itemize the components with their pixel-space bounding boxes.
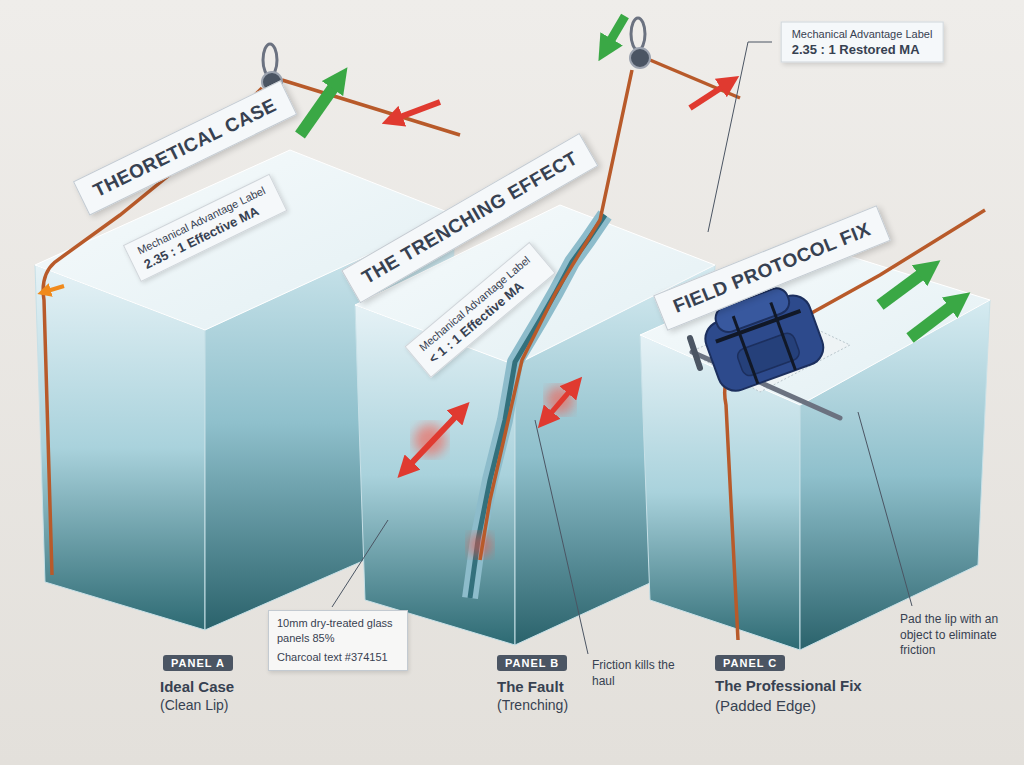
box-heading: PANEL A bbox=[171, 657, 225, 669]
annotation-note: Pad the lip with an object to eliminate … bbox=[900, 612, 1012, 659]
panel-subtitle: (Trenching) bbox=[497, 697, 568, 713]
panel-title: Ideal Case bbox=[160, 678, 234, 695]
box-body: Charcoal text #374151 bbox=[277, 650, 399, 665]
box-body: 2.35 : 1 Restored MA bbox=[792, 42, 933, 57]
box-heading: Mechanical Advantage Label bbox=[792, 28, 933, 40]
panel-badge: PANEL B bbox=[497, 655, 567, 671]
panel-subtitle: (Padded Edge) bbox=[715, 697, 816, 714]
annotation-note: Friction kills the haul bbox=[592, 658, 687, 689]
panel-subtitle: (Clean Lip) bbox=[160, 697, 228, 713]
box-heading: 10mm dry-treated glass panels 85% bbox=[277, 616, 399, 646]
mechanical-advantage-callout: Mechanical Advantage Label 2.35 : 1 Resto… bbox=[781, 22, 944, 63]
box-heading: PANEL B bbox=[505, 657, 559, 669]
panel-title: The Professional Fix bbox=[715, 677, 862, 694]
box-heading: PANEL C bbox=[723, 657, 777, 669]
panel-badge: PANEL A bbox=[163, 655, 233, 671]
panel-title: The Fault bbox=[497, 678, 564, 695]
panel-caption: The Professional Fix (Padded Edge) bbox=[715, 676, 865, 715]
material-callout: 10mm dry-treated glass panels 85% Charcoa… bbox=[268, 610, 408, 671]
panel-badge: PANEL C bbox=[715, 655, 785, 671]
